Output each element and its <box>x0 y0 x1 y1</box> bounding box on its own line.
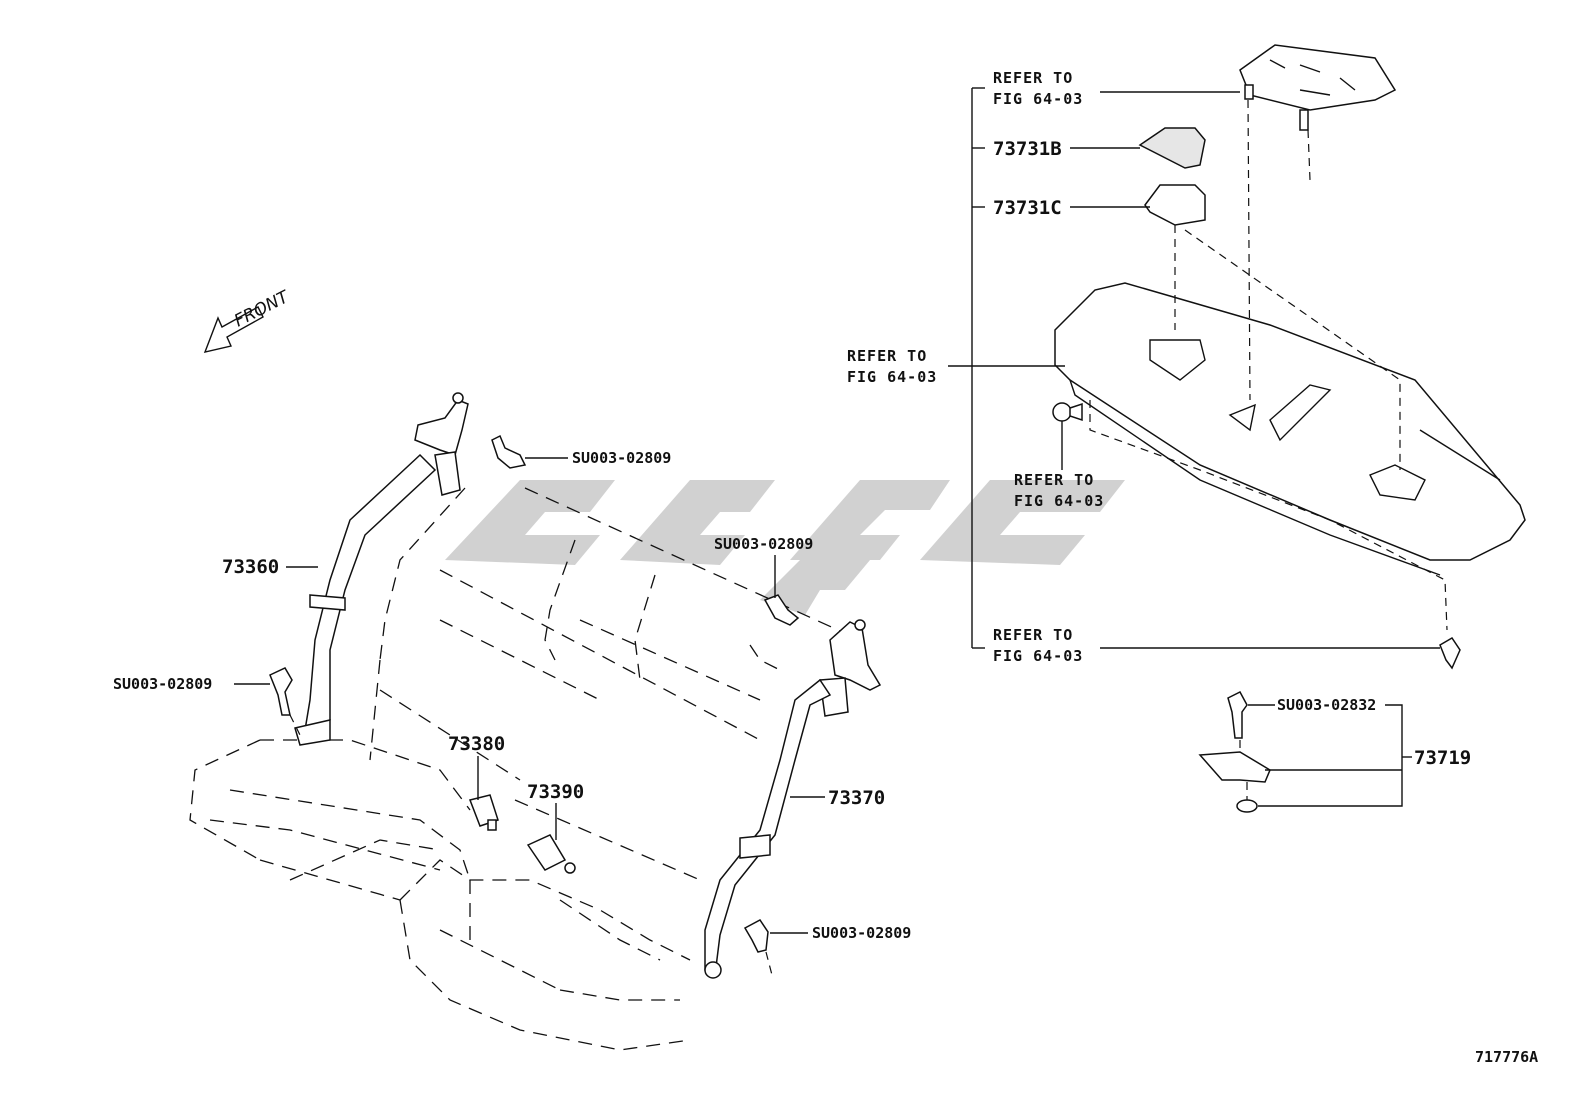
part-label-73719: 73719 <box>1414 747 1471 769</box>
bolt-label-02832: SU003-02832 <box>1277 696 1376 714</box>
part-label-73380: 73380 <box>448 733 505 755</box>
refer-bottom-line2: FIG 64-03 <box>993 647 1083 665</box>
bracket-73719[interactable] <box>1198 691 1271 813</box>
refer-clip-line1: REFER TO <box>1014 471 1094 489</box>
buckle-73390[interactable] <box>526 834 576 874</box>
seat-belt-73370[interactable] <box>704 619 882 979</box>
leader-lines <box>234 87 1440 934</box>
seat-belt-73360[interactable] <box>294 392 469 746</box>
clip-icon[interactable] <box>1052 402 1083 422</box>
bolt-label-left-lower: SU003-02809 <box>113 675 212 693</box>
refer-shelf-line1: REFER TO <box>847 347 927 365</box>
watermark-logo <box>445 480 1125 615</box>
rear-package-shelf <box>1054 282 1526 576</box>
bolt-icon[interactable] <box>491 434 527 469</box>
part-label-73731c: 73731C <box>993 197 1062 219</box>
buckle-73380[interactable] <box>468 794 499 831</box>
refer-clip-line2: FIG 64-03 <box>1014 492 1104 510</box>
part-label-73390: 73390 <box>527 781 584 803</box>
front-label: FRONT <box>231 287 293 332</box>
part-label-73360: 73360 <box>222 556 279 578</box>
diagram-id: 717776A <box>1475 1048 1538 1066</box>
front-arrow-icon <box>203 306 264 353</box>
bolt-label-right-lower: SU003-02809 <box>812 924 911 942</box>
trim-cover-refer[interactable] <box>1239 44 1397 131</box>
refer-shelf-line2: FIG 64-03 <box>847 368 937 386</box>
part-label-73370: 73370 <box>828 787 885 809</box>
refer-top-line1: REFER TO <box>993 69 1073 87</box>
rear-seat-outline <box>189 487 861 1051</box>
trim-73731b[interactable] <box>1138 127 1206 169</box>
trim-73731c[interactable] <box>1144 184 1206 226</box>
bolt-label-top-left: SU003-02809 <box>572 449 671 467</box>
bolt-icon[interactable] <box>269 667 293 716</box>
clip-icon[interactable] <box>1439 636 1461 670</box>
refer-bottom-line1: REFER TO <box>993 626 1073 644</box>
refer-top-line2: FIG 64-03 <box>993 90 1083 108</box>
bolt-icon[interactable] <box>743 919 769 953</box>
part-label-73731b: 73731B <box>993 138 1062 160</box>
bolt-icon[interactable] <box>763 594 800 626</box>
bolt-label-middle: SU003-02809 <box>714 535 813 553</box>
